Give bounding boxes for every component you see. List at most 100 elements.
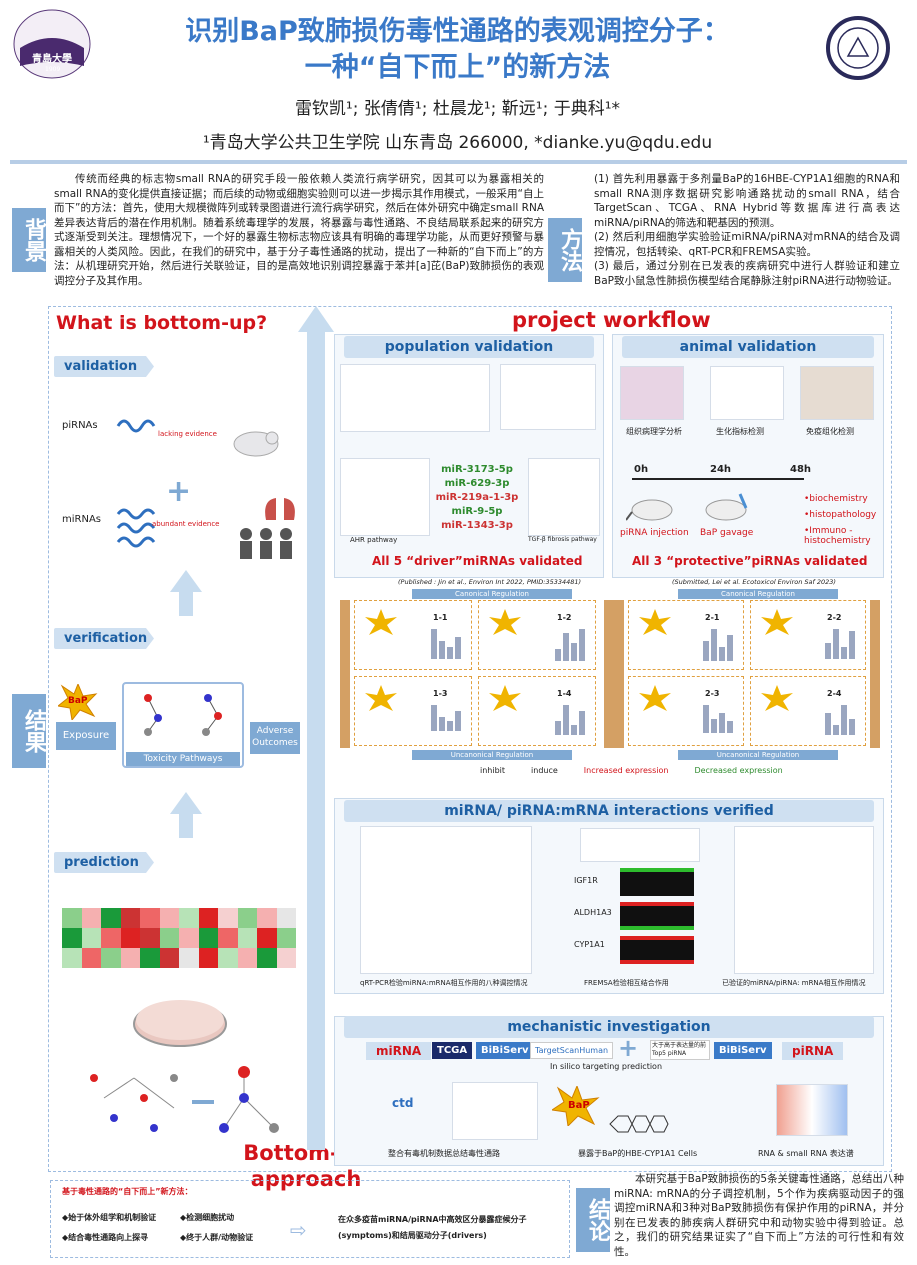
targetscan-logo: TargetScanHuman [530, 1042, 614, 1059]
mir-1: miR-3173-5p [441, 464, 513, 475]
model-label-1-2: 1-2 [557, 613, 572, 622]
time-24h: 24h [710, 464, 732, 475]
model-card-2-3: 2-3 [628, 676, 744, 746]
people-icon [236, 526, 296, 566]
population-title: population validation [344, 336, 594, 358]
pirna-tag: piRNA [782, 1042, 844, 1060]
mech-caption-3: RNA & small RNA 表达谱 [758, 1149, 854, 1158]
model-label-2-2: 2-2 [827, 613, 842, 622]
gavage-icon [700, 490, 750, 528]
poster-title: 识别BaP致肺损伤毒性通路的表观调控分子： 一种“自下而上”的新方法 [95, 14, 820, 86]
tcga-logo: TCGA [432, 1042, 473, 1059]
fremsa-figure [580, 828, 700, 862]
uncanonical-label-left: Uncanonical Regulation [450, 751, 534, 759]
right-logo [826, 16, 890, 80]
conclusion-tag: 结论 [576, 1188, 610, 1252]
model-label-2-4: 2-4 [827, 689, 842, 698]
summary-box [50, 1180, 570, 1258]
petri-dish-icon [130, 990, 230, 1054]
model-card-1-2: 1-2 [478, 600, 596, 670]
summary-arrow-icon: ⇨ [290, 1218, 307, 1242]
title-line-2: 一种“自下而上”的新方法 [304, 52, 611, 83]
fibrosis-label: TGF-β fibrosis pathway [528, 536, 597, 543]
title-line-1: 识别BaP致肺损伤毒性通路的表观调控分子： [185, 16, 730, 47]
left-logo-year: 1909 [45, 66, 61, 73]
summary-item-4: ◆终于人群/动物验证 [180, 1233, 254, 1242]
up-arrow-1-shaft [179, 590, 193, 616]
pirnas-label: piRNAs [62, 420, 98, 431]
fremsa-caption: FREMSA检验相互结合作用 [584, 979, 669, 987]
timeline-line [632, 478, 804, 480]
canonical-label-left: Canonical Regulation [455, 590, 529, 598]
methods-list: (1) 首先利用暴露于多剂量BaP的16HBE-CYP1A1细胞的RNA和sma… [594, 172, 900, 288]
mir-5: miR-1343-3p [441, 520, 513, 531]
mirnas-label: miRNAs [62, 514, 101, 525]
fibrosis-pathway-figure [528, 458, 600, 536]
protective-validated: All 3 “protective”piRNAs validated [632, 554, 868, 568]
exposure-label: Exposure [62, 730, 110, 741]
prediction-label: prediction [54, 852, 154, 873]
regulation-legend: inhibit induce Increased expression Decr… [480, 766, 783, 775]
canonical-bar-left: Canonical Regulation [412, 589, 572, 599]
summary-middle: 在众多疫苗miRNA/piRNA中高效区分暴露症候分子(symptoms)和结局… [338, 1215, 527, 1240]
ctd-logo: ctd [392, 1096, 414, 1110]
published-note: (Published : Jin et al., Environ Int 202… [398, 578, 582, 586]
side-bar-mid-right [614, 600, 624, 748]
benzopyrene-icon [600, 1104, 680, 1148]
mir-4: miR-9-5p [451, 506, 503, 517]
validation-label: validation [54, 356, 154, 377]
endpoint-3: •Immuno -histochemistry [804, 526, 871, 546]
legend-induce: induce [531, 766, 558, 775]
top5-pirna-logo: 大于高于表达量的前Top5 piRNA [650, 1040, 710, 1060]
wave-icon-1 [116, 416, 156, 440]
mir-2: miR-629-3p [444, 478, 510, 489]
conclusion-text: 本研究基于BaP致肺损伤的5条关键毒性通路，总结出八种miRNA: mRNA的分… [614, 1173, 904, 1258]
lacking-label: lacking evidence [158, 430, 217, 438]
toxicity-label: Toxicity Pathways [126, 752, 240, 766]
header-divider [10, 160, 907, 164]
model-label-2-3: 2-3 [705, 689, 720, 698]
model-card-1-4: 1-4 [478, 676, 596, 746]
model-label-2-1: 2-1 [705, 613, 720, 622]
time-48h: 48h [790, 464, 812, 475]
gel-label-3: CYP1A1 [574, 940, 605, 949]
results-frame [48, 306, 892, 1172]
verification-label: verification [54, 628, 154, 649]
verified-caption: 已验证的miRNA/piRNA: mRNA相互作用情况 [722, 979, 866, 987]
time-0h: 0h [634, 464, 649, 475]
side-bar-right [870, 600, 880, 748]
summary-title: 基于毒性通路的“自下而上”新方法： [62, 1187, 193, 1196]
gel-2 [620, 902, 694, 930]
bibiserv-logo-1: BiBiServ [476, 1042, 534, 1059]
population-table-figure [340, 364, 490, 432]
histology-figure [620, 366, 684, 420]
model-card-1-3: 1-3 [354, 676, 472, 746]
what-is-bottom-up-title: What is bottom-up? [56, 312, 268, 334]
legend-increased: Increased expression [583, 766, 669, 775]
model-label-1-4: 1-4 [557, 689, 572, 698]
model-card-2-1: 2-1 [628, 600, 744, 670]
toxicity-pathway-icon [128, 688, 240, 742]
results-tag: 结果 [12, 694, 46, 768]
up-arrow-1 [170, 570, 202, 592]
bap-burst [56, 682, 98, 724]
animal-caption-2: 生化指标检测 [716, 427, 764, 436]
uncanonical-label-right: Uncanonical Regulation [716, 751, 800, 759]
workflow-arrow-shaft [307, 330, 325, 1150]
mech-bap-label: BaP [568, 1100, 590, 1111]
qrt-caption: qRT-PCR检验miRNA:mRNA相互作用的八种调控情况 [360, 979, 528, 987]
gel-1 [620, 868, 694, 896]
ihc-figure [800, 366, 874, 420]
methods-tag: 方法 [548, 218, 582, 282]
summary-item-1: ◆始于体外组学和机制验证 [62, 1213, 157, 1222]
animal-caption-1: 组织病理学分析 [626, 427, 682, 436]
qrt-figure [360, 826, 532, 974]
population-papers-figure [500, 364, 596, 430]
university-logo-icon [13, 9, 91, 79]
abundant-label: abundant evidence [152, 520, 220, 528]
left-logo-text: 青島大學 [32, 54, 72, 65]
side-bar-left [340, 600, 350, 748]
legend-decreased: Decreased expression [694, 766, 783, 775]
model-label-1-1: 1-1 [433, 613, 448, 622]
gel-3 [620, 936, 694, 964]
